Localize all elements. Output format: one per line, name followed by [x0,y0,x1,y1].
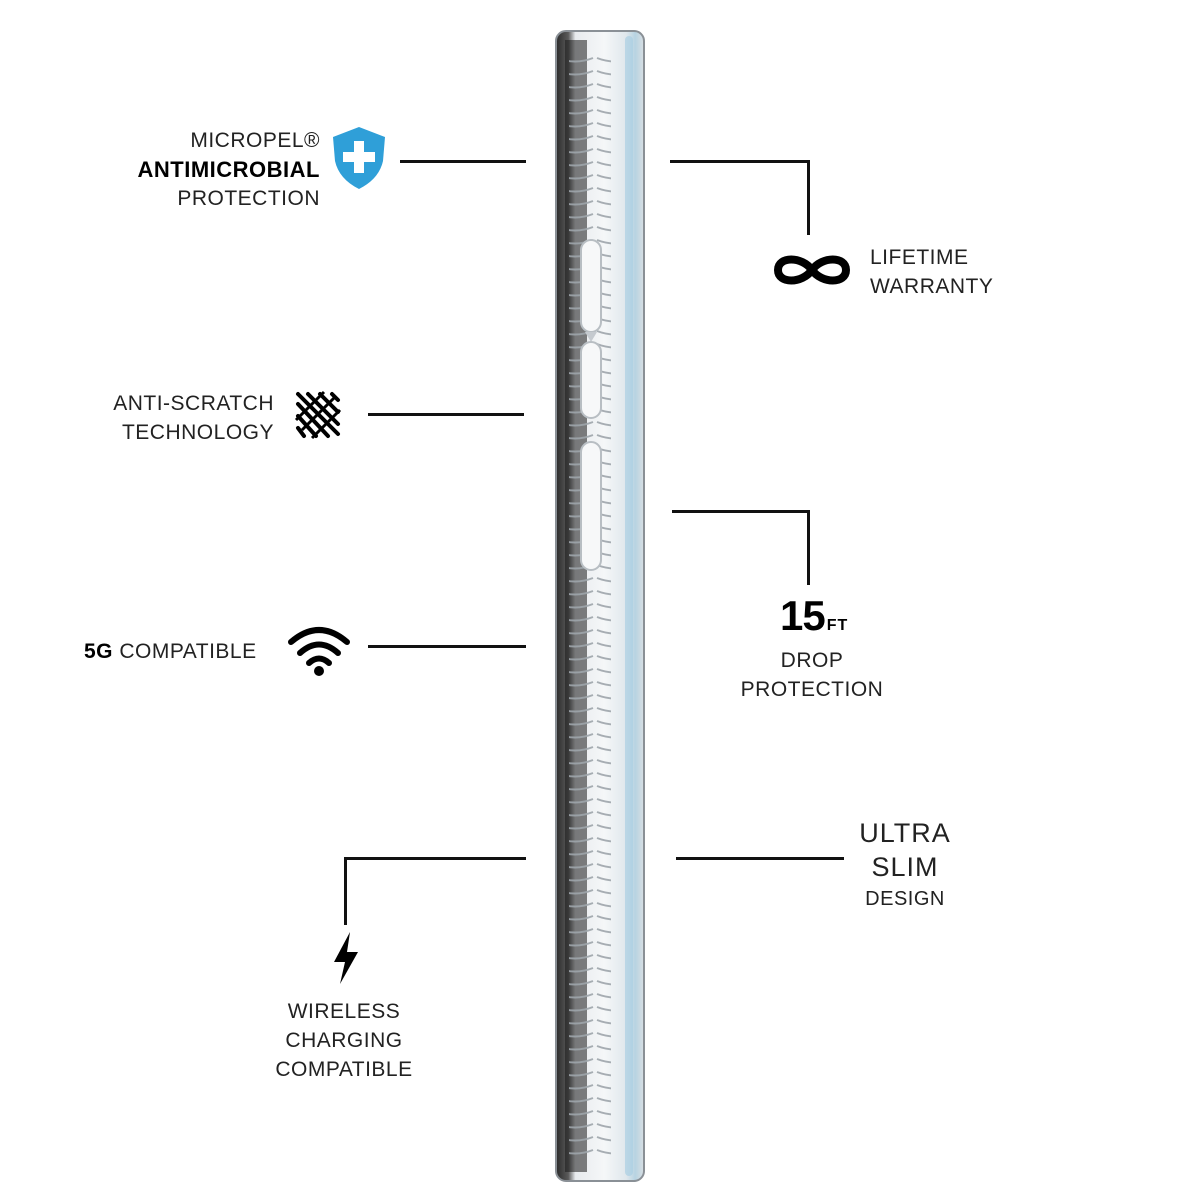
scratch-line2: TECHNOLOGY [121,421,274,444]
slim-label: ULTRA SLIM DESIGN [830,816,980,914]
antimicrobial-line3: PROTECTION [177,187,320,210]
slim-line1: ULTRA [859,818,951,848]
fiveg-rest: COMPATIBLE [113,640,257,663]
drop-line1: DROP [780,649,844,672]
shield-plus-icon [333,127,385,189]
fiveg-connector [368,645,526,648]
antimicrobial-connector [400,160,526,163]
drop-connector-h [672,510,810,513]
wireless-line1: WIRELESS [287,1000,401,1023]
warranty-connector-h [670,160,810,163]
drop-line2: PROTECTION [740,678,884,701]
antimicrobial-line2: ANTIMICROBIAL [137,157,320,182]
drop-label: DROP PROTECTION [712,646,912,704]
warranty-line2: WARRANTY [870,275,994,298]
infinity-icon [773,255,851,285]
drop-number: 15 [780,592,826,639]
warranty-label: LIFETIME WARRANTY [870,243,1070,301]
scratch-line1: ANTI-SCRATCH [113,392,274,415]
phone-case-side-view [555,30,645,1182]
scratch-label: ANTI-SCRATCH TECHNOLOGY [40,389,274,447]
fiveg-bold: 5G [84,640,114,663]
lightning-bolt-icon [334,932,358,984]
warranty-connector-v [807,160,810,235]
wireless-connector-v [344,857,347,925]
antimicrobial-line1: MICROPEL® [190,129,320,152]
warranty-line1: LIFETIME [870,246,969,269]
drop-connector-v [807,510,810,585]
wifi-signal-icon [288,627,350,676]
wireless-line2: CHARGING [285,1029,403,1052]
antimicrobial-label: MICROPEL® ANTIMICROBIAL PROTECTION [60,126,320,213]
scratch-connector [368,413,524,416]
slim-connector [676,857,844,860]
drop-unit: FT [826,617,849,634]
slim-line3: DESIGN [865,888,945,910]
wireless-connector-h [344,857,526,860]
fiveg-label: 5G COMPATIBLE [84,637,257,666]
wireless-line3: COMPATIBLE [275,1058,413,1081]
scratch-texture-icon [294,390,342,440]
wireless-label: WIRELESS CHARGING COMPATIBLE [234,997,454,1084]
slim-line2: SLIM [871,852,939,882]
